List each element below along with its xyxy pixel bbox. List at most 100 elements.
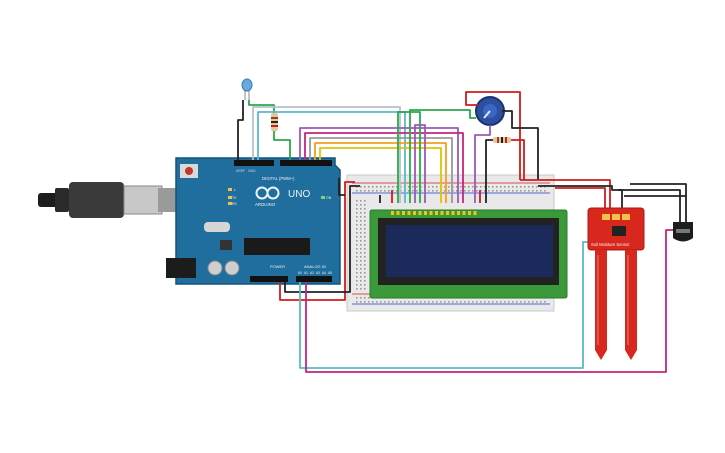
breadboard-hole <box>464 186 466 188</box>
breadboard-hole <box>356 288 358 290</box>
breadboard-hole <box>460 190 462 192</box>
breadboard-hole <box>464 301 466 303</box>
breadboard-hole <box>356 224 358 226</box>
breadboard-hole <box>492 301 494 303</box>
breadboard-hole <box>428 301 430 303</box>
breadboard-hole <box>360 220 362 222</box>
breadboard-hole <box>456 301 458 303</box>
lcd-pin <box>407 211 411 215</box>
breadboard-hole <box>452 301 454 303</box>
breadboard-hole <box>360 272 362 274</box>
breadboard-hole <box>504 186 506 188</box>
breadboard-hole <box>364 204 366 206</box>
soil-sensor-label: Soil Moisture Sensor <box>591 242 630 247</box>
lcd-pin <box>391 211 394 215</box>
breadboard-hole <box>480 186 482 188</box>
pin-a2: A2 <box>310 271 314 275</box>
breadboard-hole <box>360 260 362 262</box>
pin-a3: A3 <box>316 271 320 275</box>
resistor-icon-2 <box>493 137 511 143</box>
breadboard-hole <box>380 301 382 303</box>
led-icon <box>241 78 253 100</box>
breadboard-hole <box>364 264 366 266</box>
board-model: UNO <box>288 189 310 200</box>
breadboard-hole <box>356 240 358 242</box>
lcd-pin <box>435 211 438 215</box>
breadboard-hole <box>412 186 414 188</box>
breadboard-hole <box>460 186 462 188</box>
breadboard-hole <box>448 186 450 188</box>
breadboard-hole <box>364 288 366 290</box>
breadboard-hole <box>376 186 378 188</box>
breadboard-hole <box>364 186 366 188</box>
breadboard-hole <box>356 208 358 210</box>
aref-label: AREF <box>236 169 245 173</box>
breadboard-hole <box>364 224 366 226</box>
breadboard-hole <box>412 301 414 303</box>
breadboard-hole <box>388 190 390 192</box>
breadboard-hole <box>408 301 410 303</box>
breadboard-hole <box>516 301 518 303</box>
breadboard-hole <box>524 301 526 303</box>
breadboard-hole <box>356 228 358 230</box>
breadboard-hole <box>356 268 358 270</box>
breadboard-hole <box>364 256 366 258</box>
lcd-pin <box>396 211 400 215</box>
breadboard-hole <box>368 190 370 192</box>
breadboard-hole <box>364 220 366 222</box>
breadboard-hole <box>364 276 366 278</box>
breadboard-hole <box>492 186 494 188</box>
breadboard-hole <box>360 208 362 210</box>
breadboard-hole <box>392 301 394 303</box>
breadboard-hole <box>356 276 358 278</box>
breadboard-hole <box>380 190 382 192</box>
breadboard-hole <box>532 186 534 188</box>
breadboard-hole <box>432 186 434 188</box>
breadboard-hole <box>536 190 538 192</box>
lcd-pin <box>424 211 427 215</box>
l-label: L <box>234 188 236 192</box>
breadboard-hole <box>360 228 362 230</box>
breadboard-hole <box>448 301 450 303</box>
breadboard-hole <box>436 190 438 192</box>
breadboard-hole <box>388 301 390 303</box>
breadboard-hole <box>456 186 458 188</box>
transistor-icon <box>673 222 693 242</box>
breadboard-hole <box>376 190 378 192</box>
breadboard-hole <box>536 301 538 303</box>
breadboard-hole <box>364 252 366 254</box>
potentiometer-icon[interactable] <box>475 96 505 126</box>
breadboard-hole <box>356 204 358 206</box>
breadboard-hole <box>372 301 374 303</box>
lcd-pin <box>440 211 444 215</box>
breadboard-hole <box>476 186 478 188</box>
breadboard-hole <box>508 186 510 188</box>
breadboard-hole <box>356 212 358 214</box>
breadboard-hole <box>428 186 430 188</box>
breadboard-hole <box>504 190 506 192</box>
lcd-pin <box>446 211 449 215</box>
breadboard-hole <box>364 248 366 250</box>
breadboard-hole <box>432 301 434 303</box>
breadboard-hole <box>464 190 466 192</box>
breadboard-hole <box>356 236 358 238</box>
breadboard-hole <box>360 204 362 206</box>
breadboard-hole <box>472 301 474 303</box>
breadboard-hole <box>360 297 362 299</box>
breadboard-hole <box>372 190 374 192</box>
breadboard-hole <box>476 190 478 192</box>
breadboard-hole <box>436 301 438 303</box>
breadboard-hole <box>364 240 366 242</box>
breadboard-hole <box>356 252 358 254</box>
breadboard-hole <box>360 256 362 258</box>
breadboard-hole <box>364 301 366 303</box>
breadboard-hole <box>396 190 398 192</box>
breadboard-hole <box>360 288 362 290</box>
breadboard-hole <box>516 190 518 192</box>
breadboard-hole <box>360 301 362 303</box>
breadboard-hole <box>364 297 366 299</box>
breadboard-hole <box>416 190 418 192</box>
breadboard-hole <box>384 301 386 303</box>
breadboard-hole <box>484 190 486 192</box>
breadboard-hole <box>544 190 546 192</box>
